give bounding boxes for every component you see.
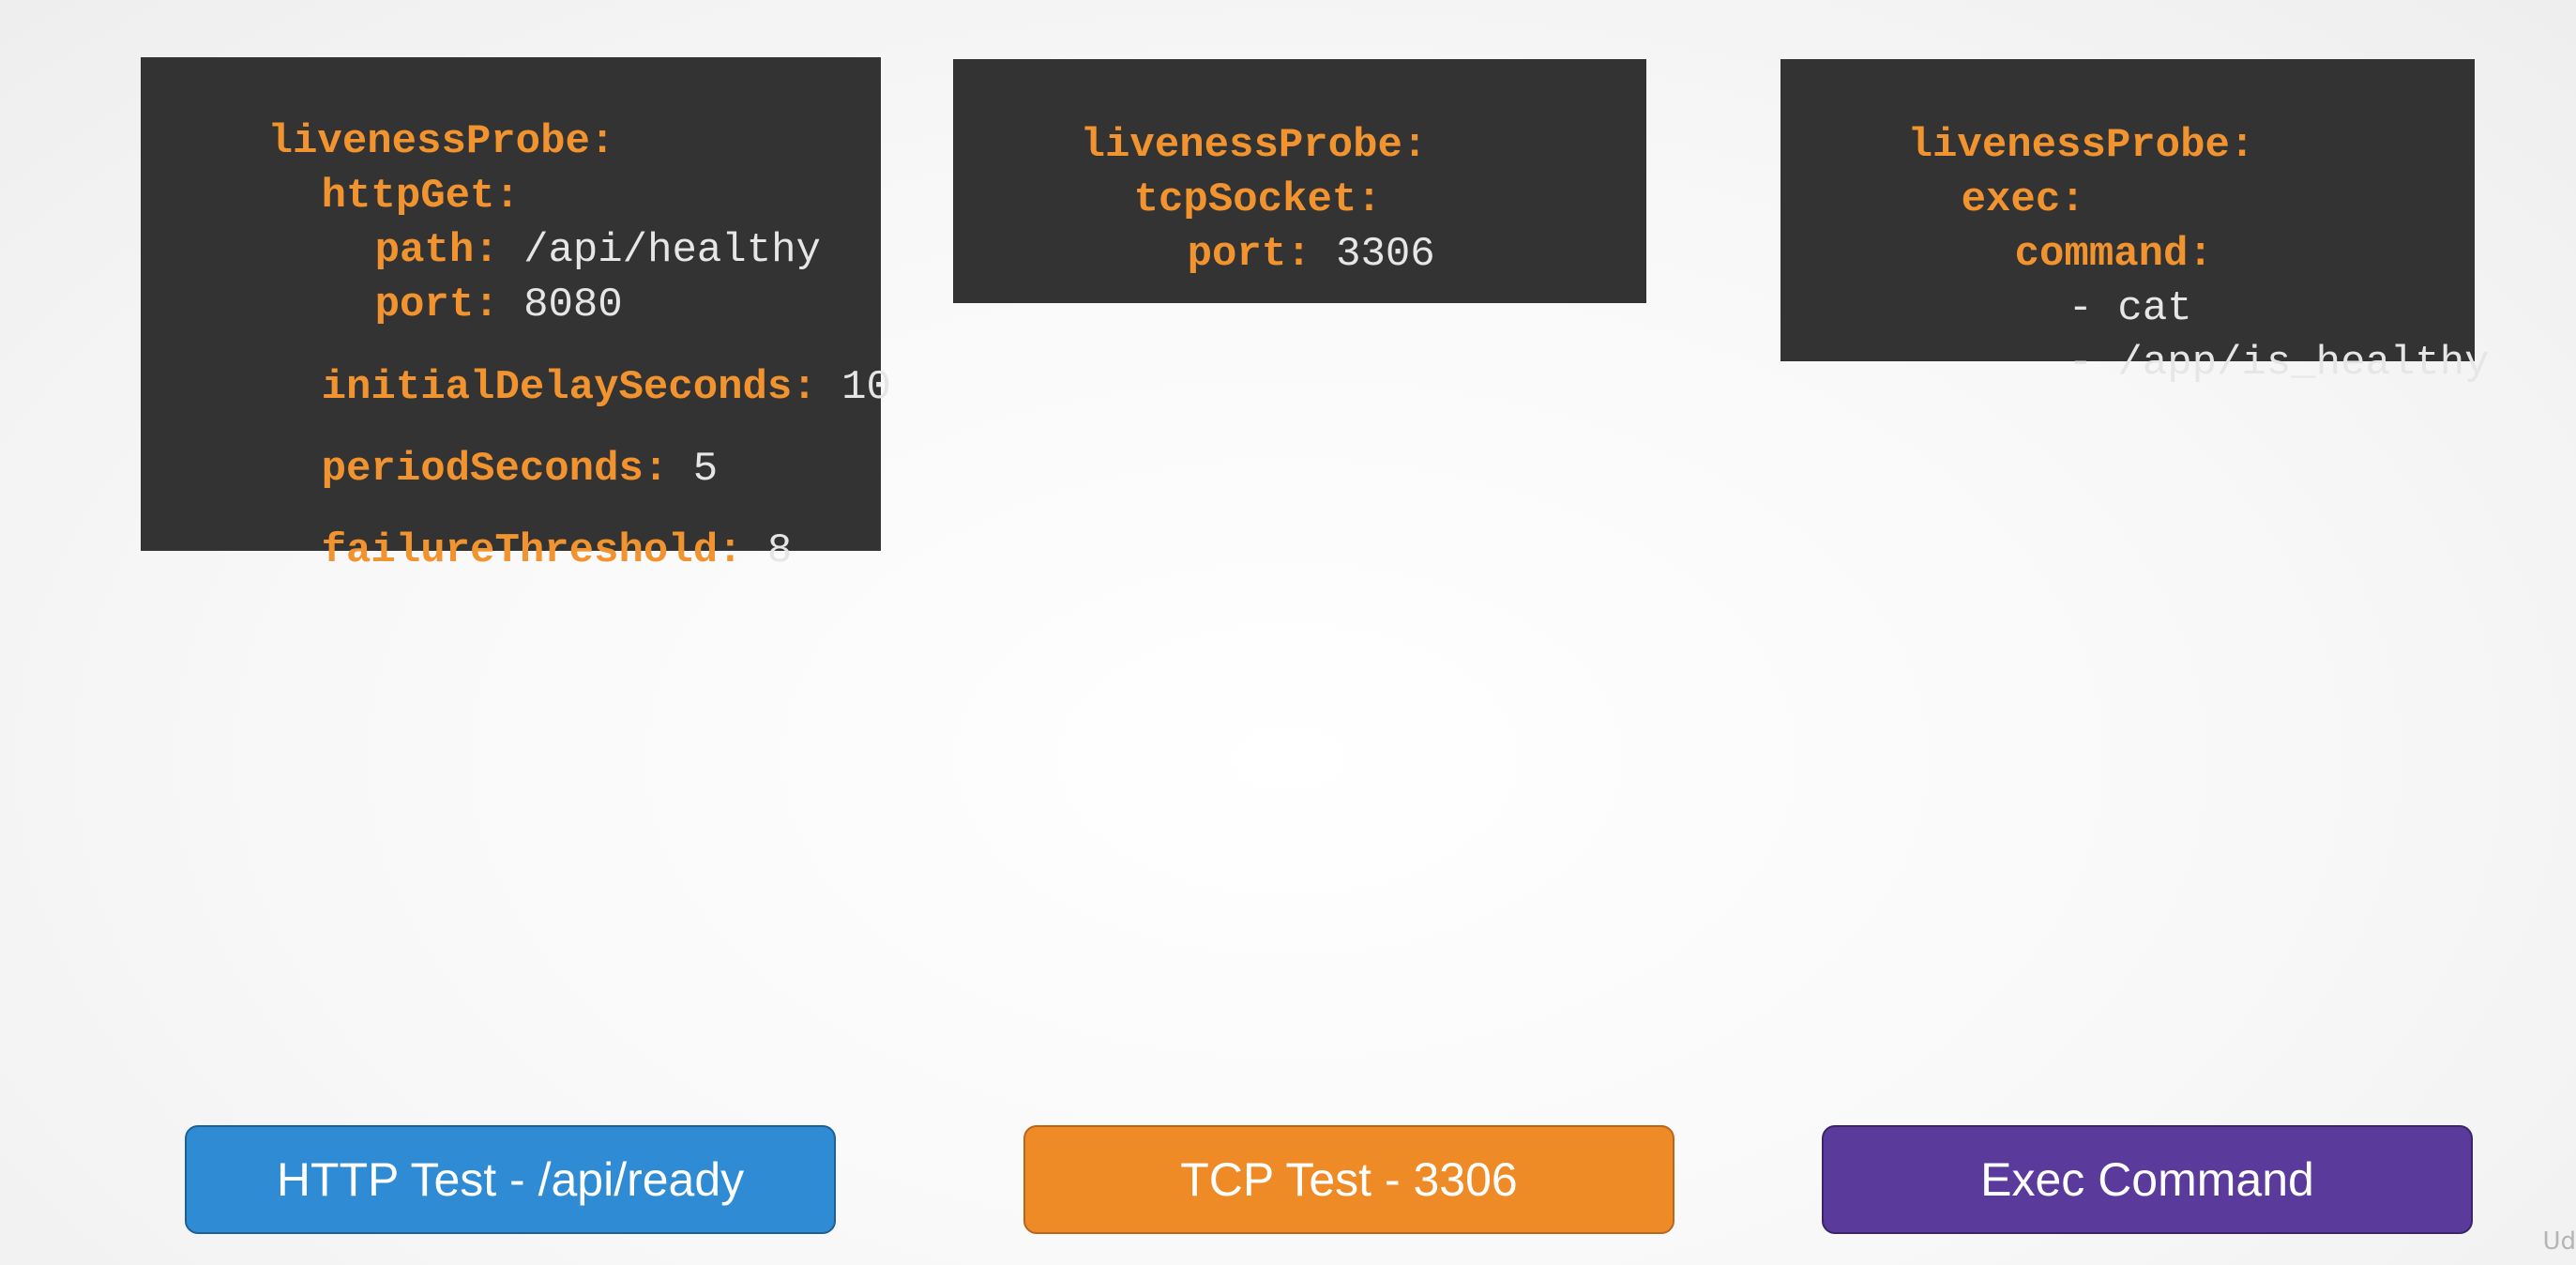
yaml-value: 8 <box>766 527 793 574</box>
code-line-initial-delay: initialDelaySeconds: 10 <box>222 326 891 450</box>
yaml-key: failureThreshold: <box>321 527 743 574</box>
code-line-liveness-probe: livenessProbe: <box>1809 84 2255 207</box>
yaml-key: livenessProbe: <box>1907 122 2255 169</box>
tcp-probe-code-block: livenessProbe: tcpSocket: port: 3306 <box>953 59 1646 303</box>
code-line-tcp-socket: tcpSocket: <box>1035 138 1382 262</box>
code-line-port: port: 3306 <box>1088 192 1435 316</box>
watermark-logo: Ud <box>2510 1227 2576 1265</box>
exec-command-label: Exec Command <box>1980 1153 2314 1206</box>
code-line-command-item: - /app/is_healthy <box>1969 301 2490 425</box>
code-line-exec: exec: <box>1862 138 2085 262</box>
code-line-command: command: <box>1916 192 2213 316</box>
yaml-key: port: <box>1187 231 1311 278</box>
yaml-value: 5 <box>692 446 719 493</box>
code-line-liveness-probe: livenessProbe: <box>169 80 615 204</box>
watermark-logo-text: Ud <box>2542 1227 2576 1256</box>
yaml-value: 10 <box>841 364 891 411</box>
yaml-value: - cat <box>2068 285 2192 332</box>
exec-probe-code-block: livenessProbe: exec: command: - cat - /a… <box>1780 59 2490 384</box>
code-line-period-seconds: periodSeconds: 5 <box>222 407 718 531</box>
yaml-key: path: <box>374 227 499 274</box>
http-probe-code-block: livenessProbe: httpGet: path: /api/healt… <box>141 57 891 572</box>
yaml-value: 3306 <box>1336 231 1435 278</box>
yaml-key: command: <box>2014 231 2213 278</box>
yaml-key: livenessProbe: <box>1080 122 1428 169</box>
tcp-test-label: TCP Test - 3306 <box>1180 1153 1518 1206</box>
yaml-value: - /app/is_healthy <box>2068 340 2490 387</box>
code-line-command-item: - cat <box>1969 247 2192 371</box>
yaml-value: /api/healthy <box>523 227 821 274</box>
yaml-key: port: <box>374 282 499 328</box>
yaml-value: 8080 <box>523 282 623 328</box>
yaml-key: initialDelaySeconds: <box>321 364 817 411</box>
exec-command-button[interactable]: Exec Command <box>1822 1125 2473 1234</box>
yaml-key: httpGet: <box>321 173 520 220</box>
yaml-key: periodSeconds: <box>321 446 669 493</box>
yaml-key: tcpSocket: <box>1133 176 1382 223</box>
code-line-path: path: /api/healthy <box>276 189 821 312</box>
code-line-failure-threshold: failureThreshold: 8 <box>222 489 793 613</box>
tcp-test-button[interactable]: TCP Test - 3306 <box>1023 1125 1674 1234</box>
yaml-key: exec: <box>1961 176 2085 223</box>
yaml-key: livenessProbe: <box>267 118 615 165</box>
http-test-button[interactable]: HTTP Test - /api/ready <box>185 1125 836 1234</box>
code-line-liveness-probe: livenessProbe: <box>981 84 1428 207</box>
http-test-label: HTTP Test - /api/ready <box>276 1153 745 1206</box>
code-line-http-get: httpGet: <box>222 134 520 258</box>
code-line-port: port: 8080 <box>276 243 623 367</box>
